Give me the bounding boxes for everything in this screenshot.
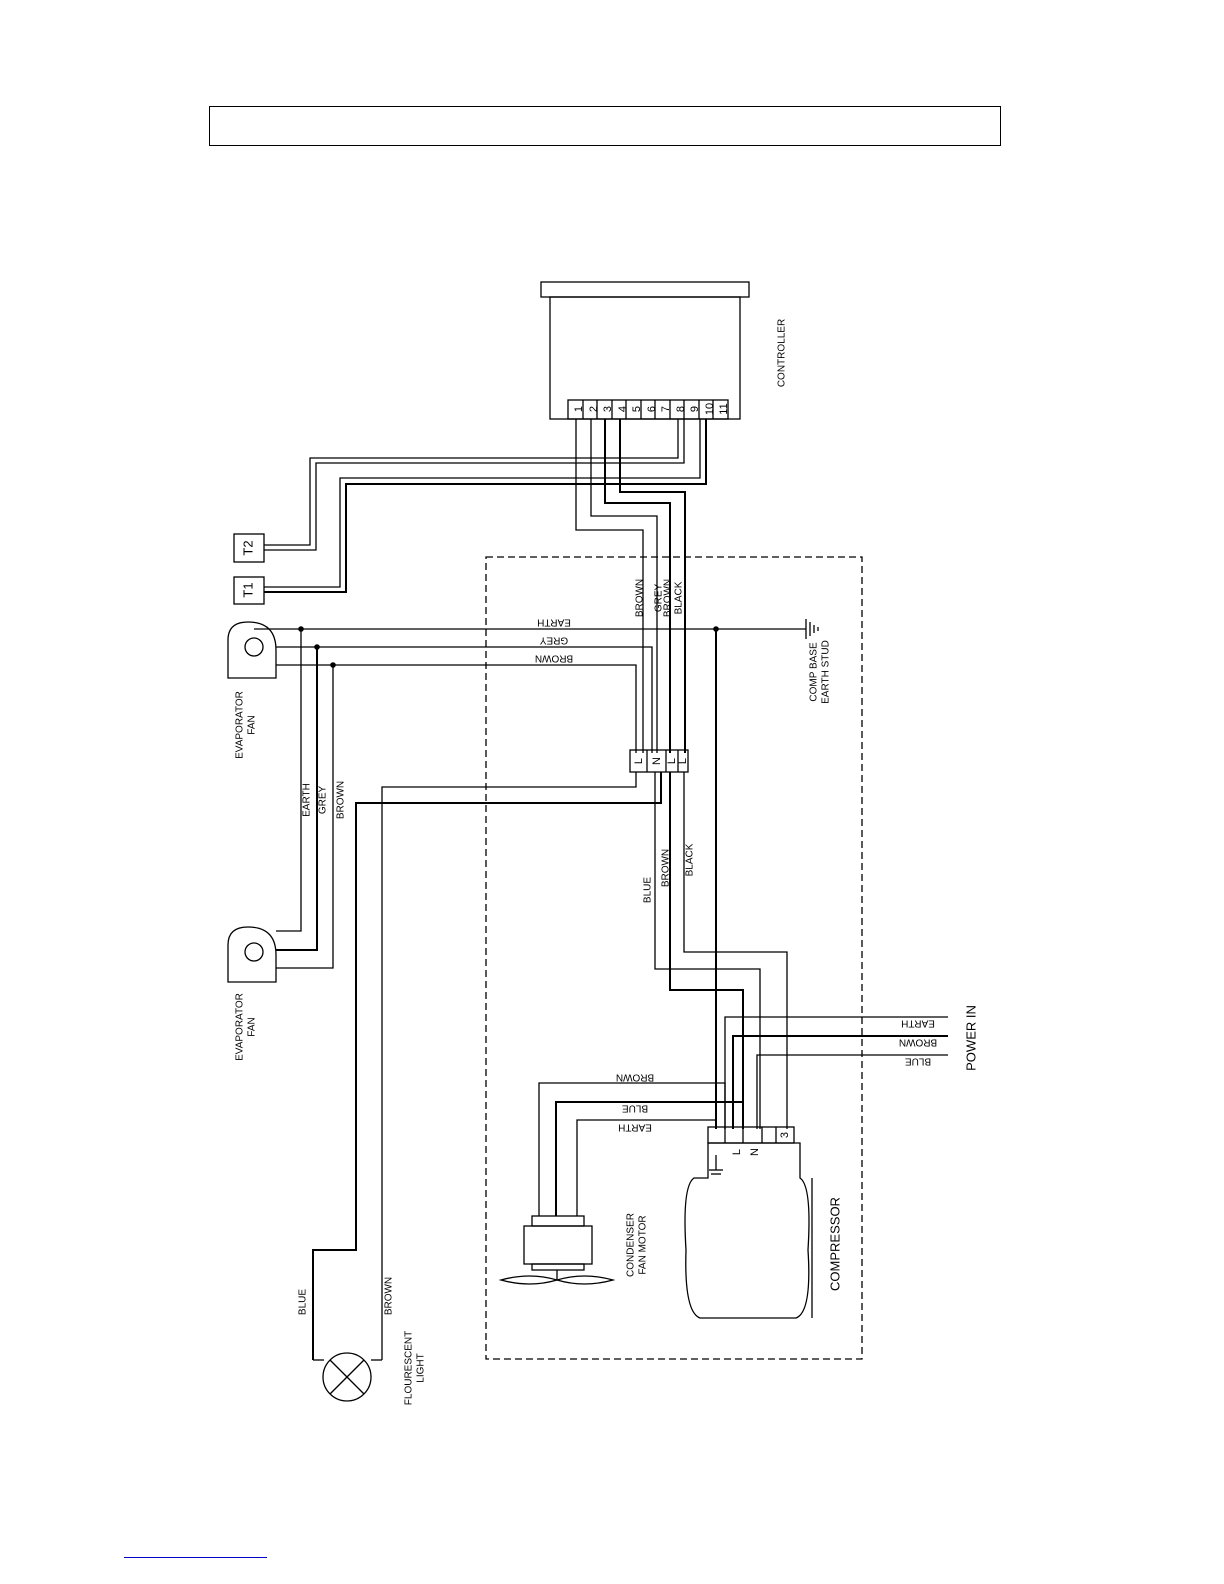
power-in-label: POWER IN: [963, 1005, 978, 1071]
evaporator-fan-1: [228, 622, 276, 678]
condenser-fan-motor: [501, 1216, 613, 1284]
light-label-2: LIGHT: [416, 1353, 427, 1382]
wire-label-earth-power: EARTH: [901, 1017, 935, 1028]
wire-label-brown-cond: BROWN: [616, 1071, 654, 1082]
terminal-8: 8: [675, 406, 687, 412]
wire-label-brown-power: BROWN: [899, 1036, 937, 1047]
tb-n: N: [651, 757, 663, 765]
evap-fan-1-label-2: FAN: [247, 715, 258, 734]
evap-fan-2-label-2: FAN: [247, 1017, 258, 1036]
compressor-body: [685, 1143, 809, 1318]
terminal-4: 4: [617, 406, 629, 412]
controller: [541, 282, 749, 419]
comp-terminal-3: 3: [779, 1132, 791, 1138]
wire-label-brown-ctrl2: BROWN: [663, 579, 674, 617]
evap-fan-2-label-1: EVAPORATOR: [235, 993, 246, 1061]
comp-terminal-n: N: [749, 1148, 761, 1156]
wire-label-brown-ctrl: BROWN: [635, 579, 646, 617]
compressor-label: COMPRESSOR: [827, 1197, 842, 1291]
wire-label-brown-mid: BROWN: [661, 849, 672, 887]
condenser-label-2: FAN MOTOR: [638, 1215, 649, 1274]
t2-label: T2: [240, 540, 255, 555]
light-label-1: FLOURESCENT: [404, 1331, 415, 1405]
tb-l3: L: [677, 758, 689, 764]
fluorescent-light: [313, 1353, 382, 1401]
wire-label-blue-mid: BLUE: [643, 877, 654, 903]
wire-label-grey-top: GREY: [540, 634, 569, 645]
wire-label-brown-light: BROWN: [384, 1277, 395, 1315]
terminal-11: 11: [718, 403, 730, 414]
wire-label-grey-v: GREY: [318, 786, 329, 815]
terminal-9: 9: [689, 406, 701, 412]
earth-stud-symbol: [806, 619, 818, 639]
terminal-10: 10: [704, 403, 716, 415]
footer-rule: [124, 1557, 267, 1558]
terminal-6: 6: [646, 406, 658, 412]
enclosure-boundary: [486, 557, 862, 1359]
t1-label: T1: [240, 582, 255, 597]
wire-label-earth-v: EARTH: [302, 783, 313, 817]
wire-label-brown-v: BROWN: [336, 781, 347, 819]
condenser-label-1: CONDENSER: [626, 1213, 637, 1277]
comp-base-label-2: EARTH STUD: [821, 640, 832, 704]
evaporator-fan-2: [228, 927, 276, 982]
wire-label-black-ctrl: BLACK: [674, 581, 685, 614]
controller-label: CONTROLLER: [777, 319, 788, 387]
terminal-2: 2: [588, 406, 600, 412]
comp-base-label-1: COMP BASE: [809, 642, 820, 702]
wire-label-earth-cond: EARTH: [618, 1121, 652, 1132]
wire-label-earth-top: EARTH: [537, 616, 571, 627]
terminal-5: 5: [631, 406, 643, 412]
tb-l1: L: [633, 758, 645, 764]
terminal-3: 3: [602, 406, 614, 412]
comp-terminal-l: L: [731, 1149, 743, 1155]
wire-label-blue-cond: BLUE: [622, 1102, 648, 1113]
wire-label-blue-light: BLUE: [298, 1289, 309, 1315]
wire-label-black-mid: BLACK: [685, 843, 696, 876]
evap-fan-1-label-1: EVAPORATOR: [235, 691, 246, 759]
terminal-1: 1: [573, 406, 585, 412]
wire-label-brown-top: BROWN: [535, 652, 573, 663]
wire-label-blue-power: BLUE: [905, 1055, 931, 1066]
terminal-7: 7: [660, 406, 672, 412]
